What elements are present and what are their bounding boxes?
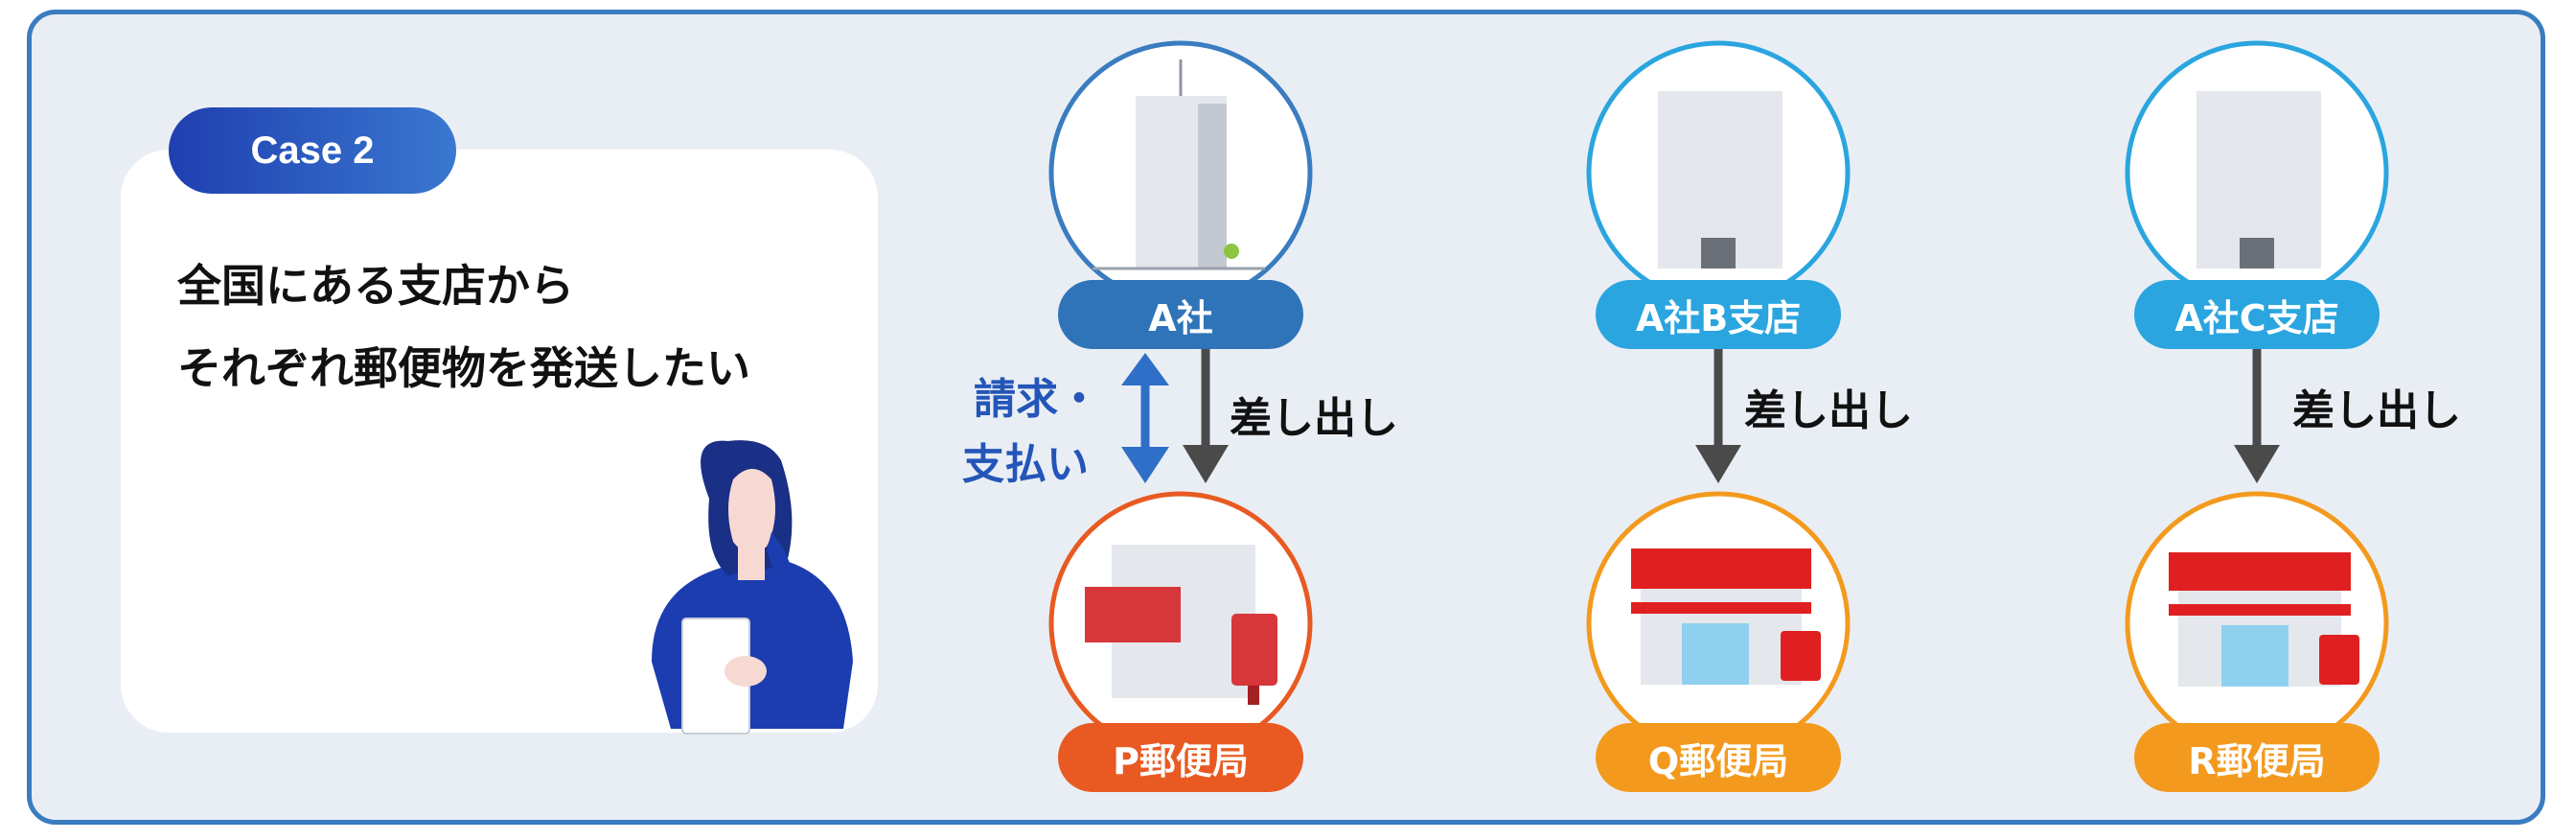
post-office-q-circle bbox=[1586, 491, 1851, 756]
company-c-label: A社C支店 bbox=[2134, 280, 2380, 349]
post-office-q-label: Q郵便局 bbox=[1596, 723, 1841, 792]
company-a-label: A社 bbox=[1058, 280, 1303, 349]
company-c-circle bbox=[2125, 40, 2389, 305]
send-label-b: 差し出し bbox=[1744, 386, 1913, 435]
billing-label-line-1: 請求・ bbox=[974, 375, 1100, 424]
billing-arrow bbox=[1121, 353, 1169, 483]
woman-illustration bbox=[652, 440, 853, 735]
post-office-p-label: P郵便局 bbox=[1058, 723, 1303, 792]
post-office-p-circle bbox=[1048, 491, 1313, 756]
post-office-r-circle bbox=[2125, 491, 2389, 756]
company-a-circle bbox=[1048, 40, 1313, 305]
company-b-label: A社B支店 bbox=[1596, 280, 1841, 349]
case-label: Case 2 bbox=[169, 107, 456, 194]
send-label-c: 差し出し bbox=[2292, 386, 2461, 435]
send-arrow-b bbox=[1695, 347, 1741, 483]
send-arrow-a bbox=[1183, 347, 1229, 483]
billing-label-line-2: 支払い bbox=[962, 440, 1089, 489]
company-b-circle bbox=[1586, 40, 1851, 305]
headline-line-1: 全国にある支店から bbox=[177, 260, 574, 312]
send-label-a: 差し出し bbox=[1230, 394, 1398, 443]
headline-line-2: それぞれ郵便物を発送したい bbox=[177, 342, 750, 394]
post-office-r-label: R郵便局 bbox=[2134, 723, 2380, 792]
send-arrow-c bbox=[2234, 347, 2280, 483]
